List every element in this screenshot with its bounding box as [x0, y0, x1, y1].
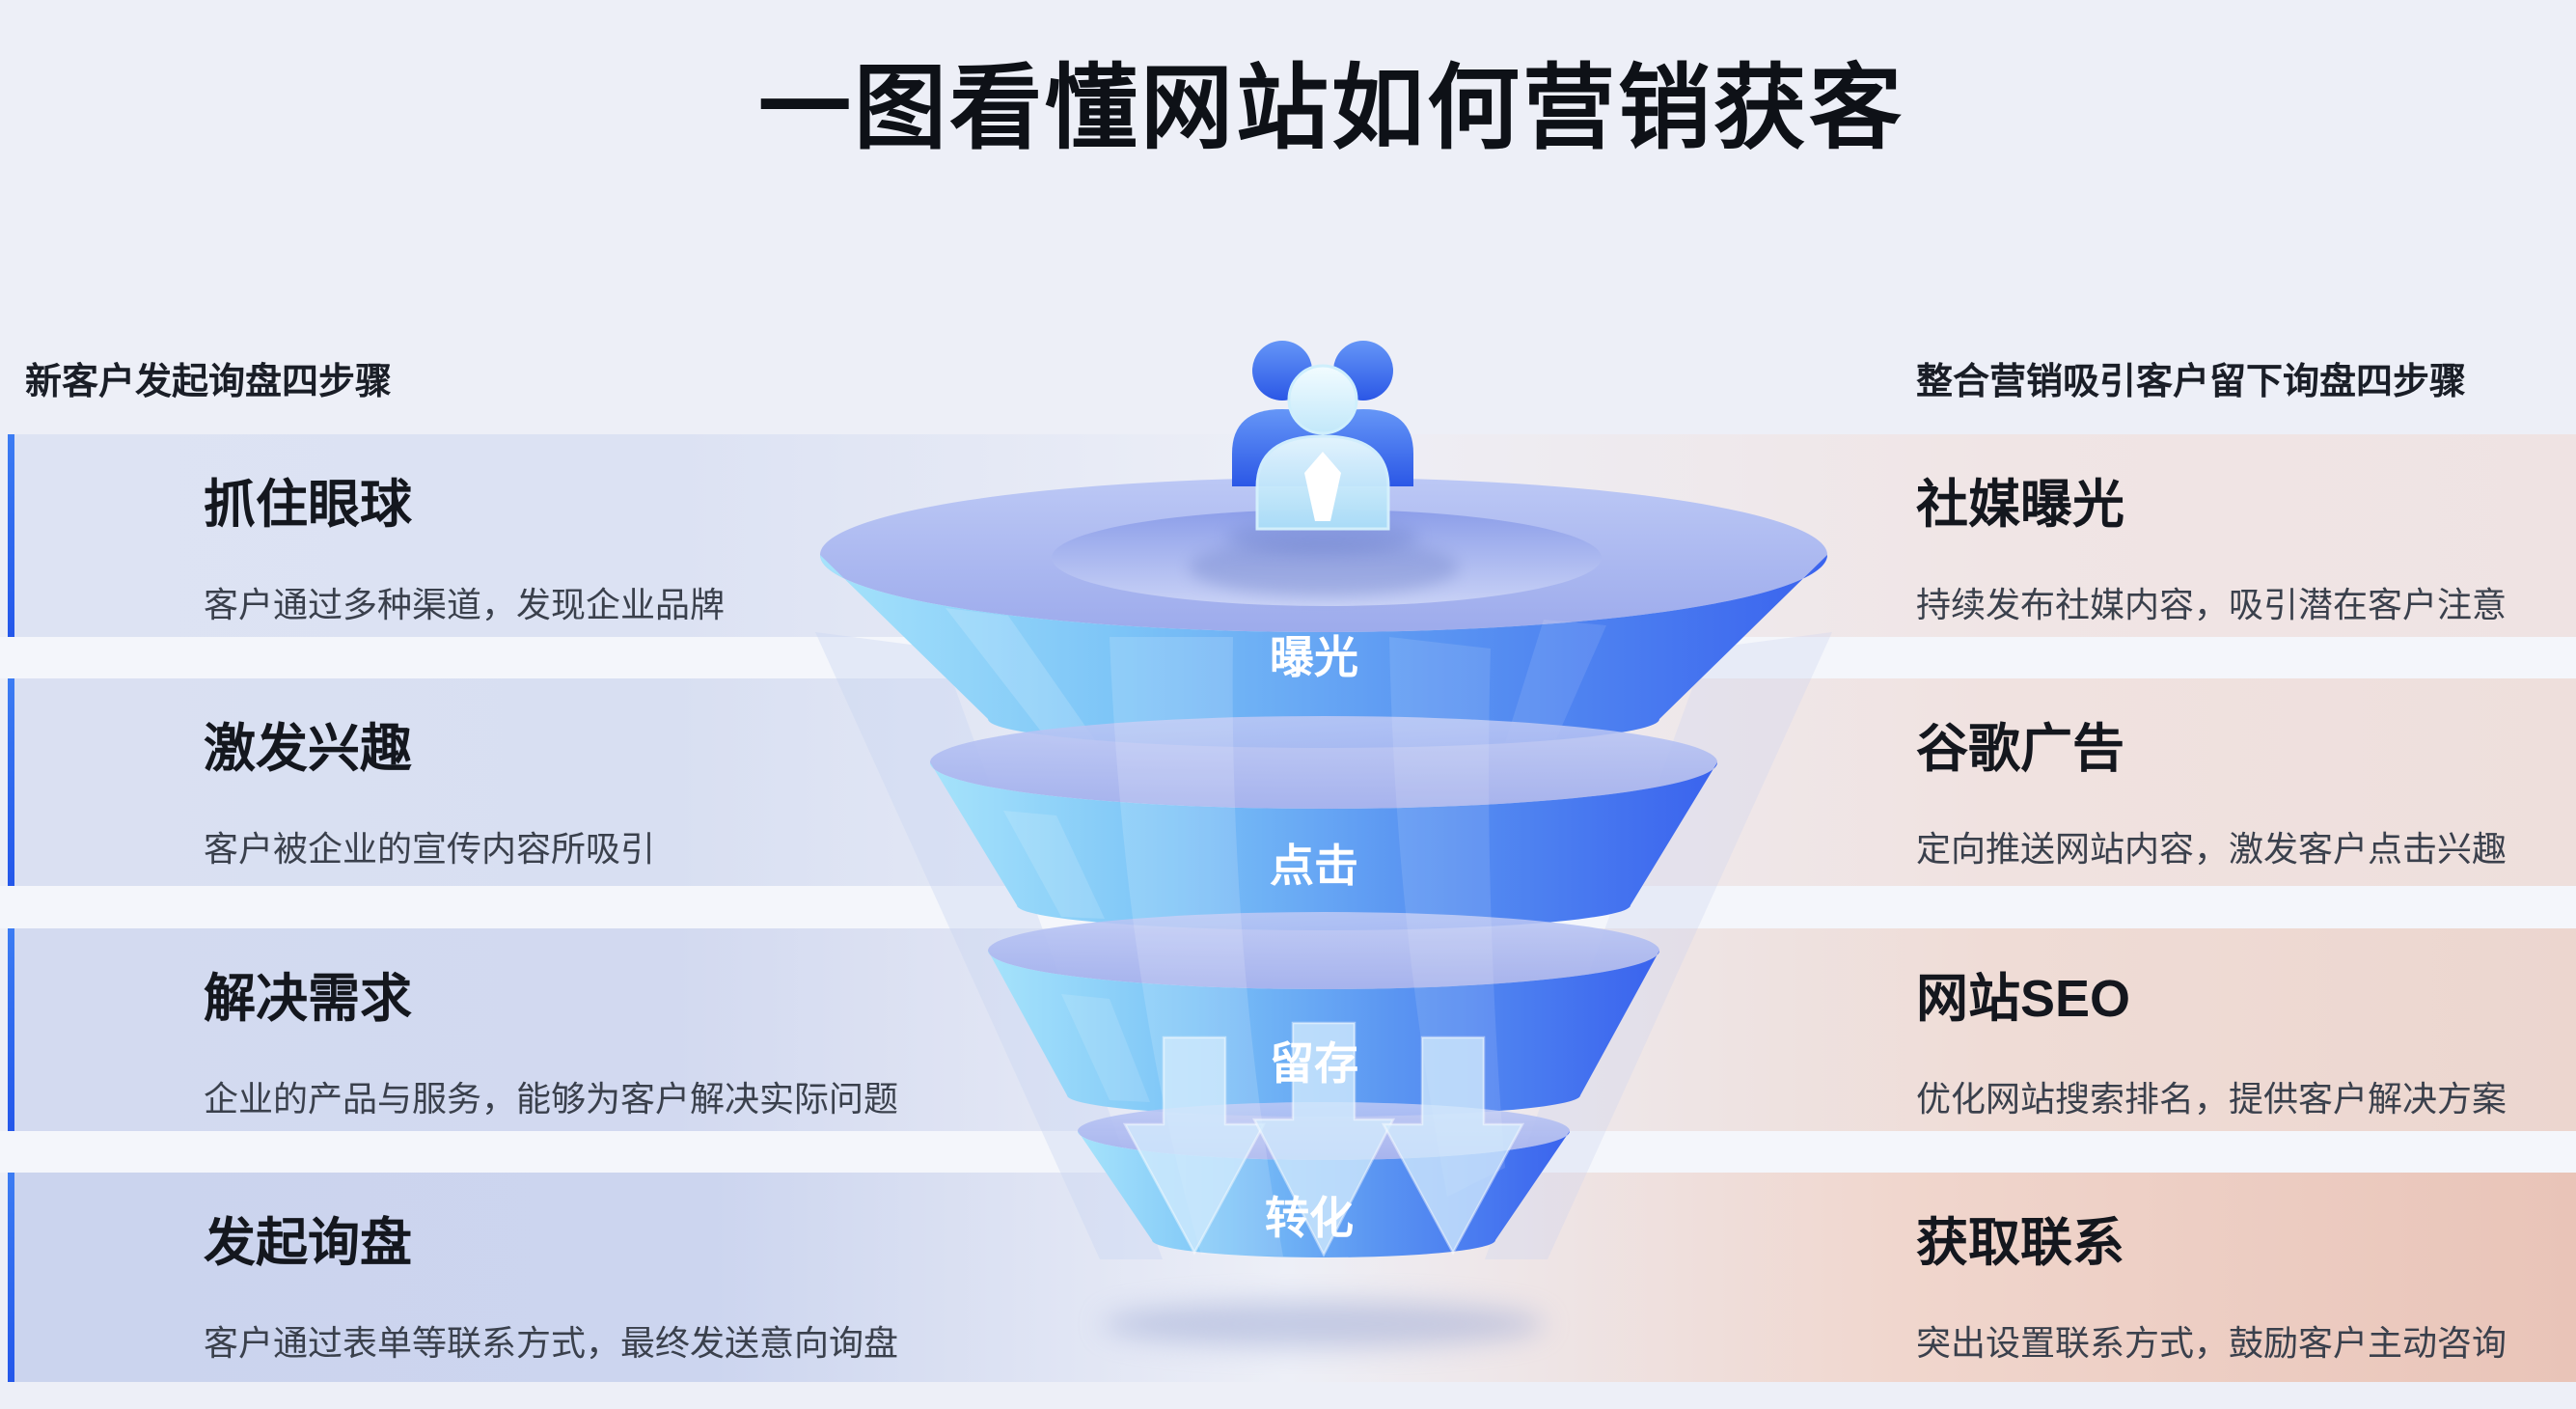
right-step-title: 网站SEO — [1916, 970, 2131, 1028]
step-row-1: 抓住眼球 客户通过多种渠道，发现企业品牌 社媒曝光 持续发布社媒内容，吸引潜在客… — [0, 434, 2576, 637]
left-step-panel-4: 发起询盘 客户通过表单等联系方式，最终发送意向询盘 — [8, 1173, 1288, 1382]
funnel-level-label-3: 留存 — [1270, 1038, 1358, 1089]
left-step-title: 发起询盘 — [204, 1214, 412, 1272]
right-step-title: 社媒曝光 — [1916, 476, 2124, 534]
users-icon — [1226, 341, 1419, 554]
funnel-segment-1 — [820, 478, 1827, 748]
left-step-desc: 企业的产品与服务，能够为客户解决实际问题 — [204, 1079, 899, 1119]
right-step-title: 谷歌广告 — [1916, 720, 2124, 778]
left-accent-bar — [8, 1173, 14, 1382]
funnel-level-label-2: 点击 — [1270, 841, 1358, 891]
down-arrow-icon — [1122, 1021, 1525, 1257]
left-step-desc: 客户被企业的宣传内容所吸引 — [204, 829, 656, 869]
right-step-desc: 定向推送网站内容，激发客户点击兴趣 — [1916, 829, 2507, 869]
left-column-header: 新客户发起询盘四步骤 — [25, 362, 393, 402]
funnel-segment-2 — [930, 716, 1717, 930]
funnel-drop-shadow — [1102, 1301, 1546, 1347]
funnel-level-label-1: 曝光 — [1270, 632, 1358, 682]
right-step-desc: 优化网站搜索排名，提供客户解决方案 — [1916, 1079, 2507, 1119]
right-step-desc: 突出设置联系方式，鼓励客户主动咨询 — [1916, 1323, 2507, 1363]
right-column-header: 整合营销吸引客户留下询盘四步骤 — [1916, 362, 2467, 402]
funnel-level-label-4: 转化 — [1265, 1193, 1354, 1243]
left-step-desc: 客户通过表单等联系方式，最终发送意向询盘 — [204, 1323, 899, 1363]
left-step-title: 抓住眼球 — [204, 476, 412, 534]
left-step-title: 解决需求 — [204, 970, 412, 1028]
left-accent-bar — [8, 434, 14, 637]
right-step-title: 获取联系 — [1916, 1214, 2124, 1272]
left-step-title: 激发兴趣 — [204, 720, 412, 778]
right-step-desc: 持续发布社媒内容，吸引潜在客户注意 — [1916, 585, 2507, 624]
left-step-desc: 客户通过多种渠道，发现企业品牌 — [204, 585, 726, 624]
left-accent-bar — [8, 678, 14, 886]
ghost-cone-shapes — [815, 632, 1832, 1259]
left-accent-bar — [8, 928, 14, 1131]
